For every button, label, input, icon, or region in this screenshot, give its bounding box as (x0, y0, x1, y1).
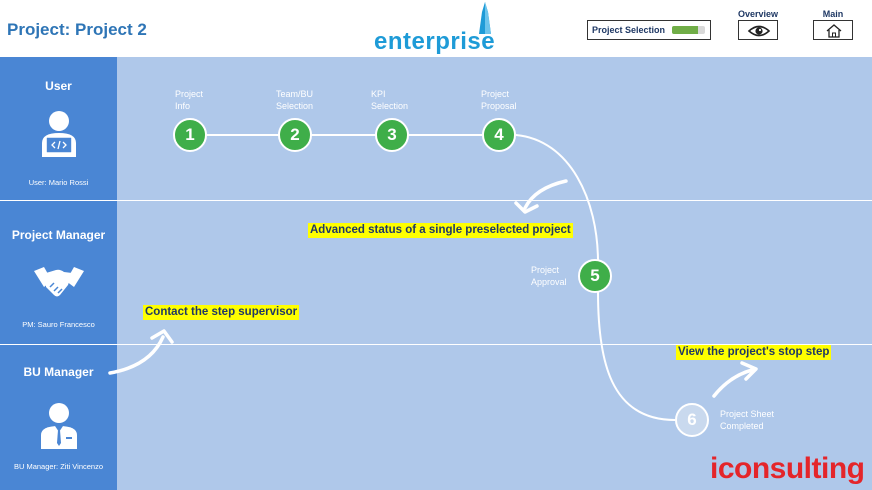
main-label: Main (822, 9, 844, 19)
handshake-icon (34, 267, 84, 297)
spire-icon (479, 2, 491, 34)
row-divider (117, 200, 872, 201)
page-title: Project: Project 2 (7, 20, 147, 39)
project-selection-slider[interactable] (672, 26, 705, 34)
logo-text: enterprise (374, 28, 496, 55)
role-sidebar: User User: Mario Rossi Project Manager P… (0, 57, 117, 490)
sidebar-divider (0, 200, 117, 201)
row-divider (117, 344, 872, 345)
home-icon (826, 24, 842, 38)
project-selection-toggle[interactable]: Project Selection (587, 20, 711, 40)
step-4-circle[interactable]: 4 (482, 118, 516, 152)
enterprise-logo: enterprise (372, 2, 502, 56)
project-selection-fill (672, 26, 699, 34)
callout-stop-step: View the project's stop step (676, 345, 832, 360)
role-person-user: User: Mario Rossi (28, 178, 89, 187)
developer-laptop-icon (42, 111, 76, 157)
role-title-bu-manager: BU Manager (23, 365, 94, 379)
step-5-circle[interactable]: 5 (578, 259, 612, 293)
step-2-circle[interactable]: 2 (278, 118, 312, 152)
project-selection-label: Project Selection (592, 25, 666, 35)
sidebar-divider (0, 344, 117, 345)
role-title-user: User (45, 79, 72, 93)
callout-advanced-status: Advanced status of a single preselected … (308, 223, 573, 238)
step-6-circle[interactable]: 6 (675, 403, 709, 437)
iconsulting-logo: iconsulting (710, 452, 865, 485)
businessman-icon (41, 403, 77, 449)
callout-contact-supervisor: Contact the step supervisor (143, 305, 300, 320)
eye-icon (747, 25, 771, 37)
header-bar: Project: Project 2 enterprise Project Se… (0, 0, 872, 57)
main-button[interactable] (813, 20, 853, 40)
role-person-bu-manager: BU Manager: Ziti Vincenzo (13, 462, 104, 471)
overview-label: Overview (737, 9, 779, 19)
role-title-project-manager: Project Manager (11, 228, 106, 242)
role-person-project-manager: PM: Sauro Francesco (22, 320, 95, 329)
step-1-circle[interactable]: 1 (173, 118, 207, 152)
step-3-circle[interactable]: 3 (375, 118, 409, 152)
overview-button[interactable] (738, 20, 778, 40)
